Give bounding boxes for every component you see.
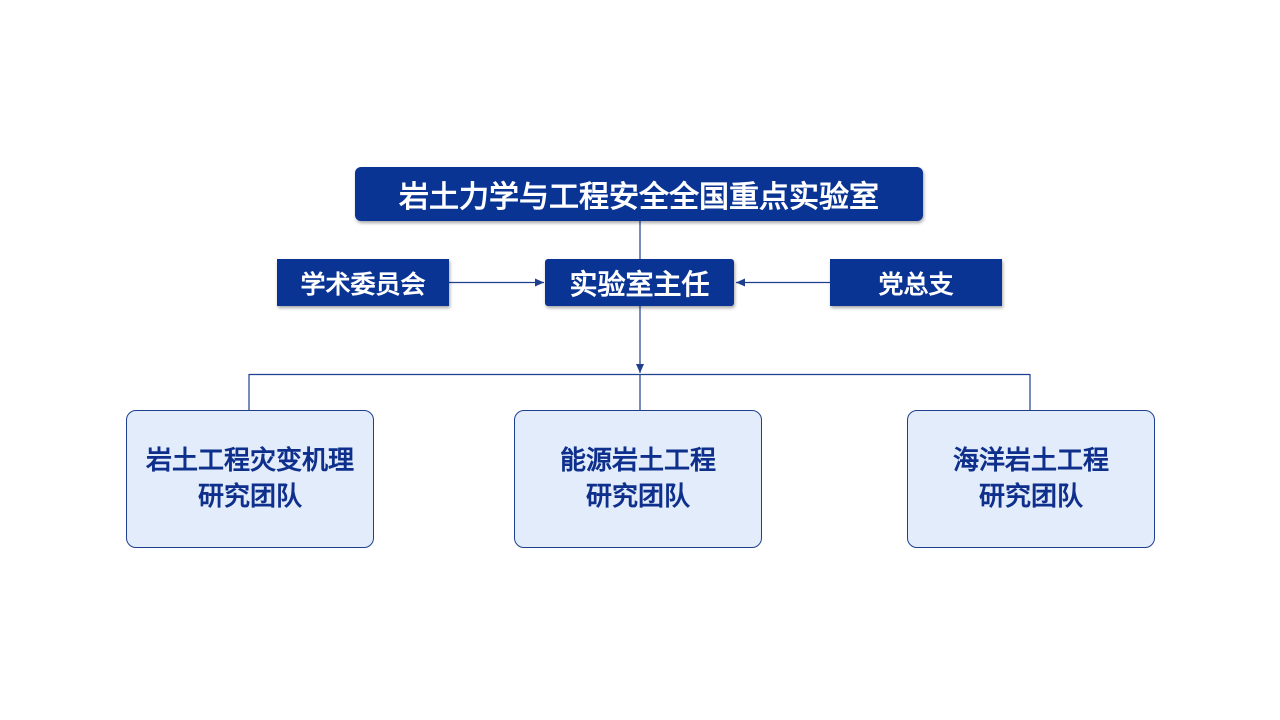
academic-committee-node: 学术委员会	[277, 259, 449, 306]
team-name-line2: 研究团队	[197, 482, 302, 512]
team-name-line1: 能源岩土工程	[559, 446, 716, 476]
team-name-line1: 海洋岩土工程	[952, 446, 1109, 476]
team-name-line1: 岩土工程灾变机理	[145, 446, 354, 476]
root-lab-node: 岩土力学与工程安全全国重点实验室	[355, 167, 923, 221]
team-name-line2: 研究团队	[978, 482, 1083, 512]
party-branch-label: 党总支	[878, 269, 954, 299]
team-node-marine-geotech: 海洋岩土工程 研究团队	[907, 410, 1155, 548]
team-node-disaster-mechanism: 岩土工程灾变机理 研究团队	[126, 410, 374, 548]
team-name-line2: 研究团队	[585, 482, 690, 512]
academic-committee-label: 学术委员会	[300, 269, 426, 299]
party-branch-node: 党总支	[830, 259, 1002, 306]
lab-director-label: 实验室主任	[569, 267, 710, 301]
root-lab-label: 岩土力学与工程安全全国重点实验室	[399, 180, 879, 215]
team-node-energy-geotech: 能源岩土工程 研究团队	[514, 410, 762, 548]
lab-director-node: 实验室主任	[545, 259, 734, 306]
